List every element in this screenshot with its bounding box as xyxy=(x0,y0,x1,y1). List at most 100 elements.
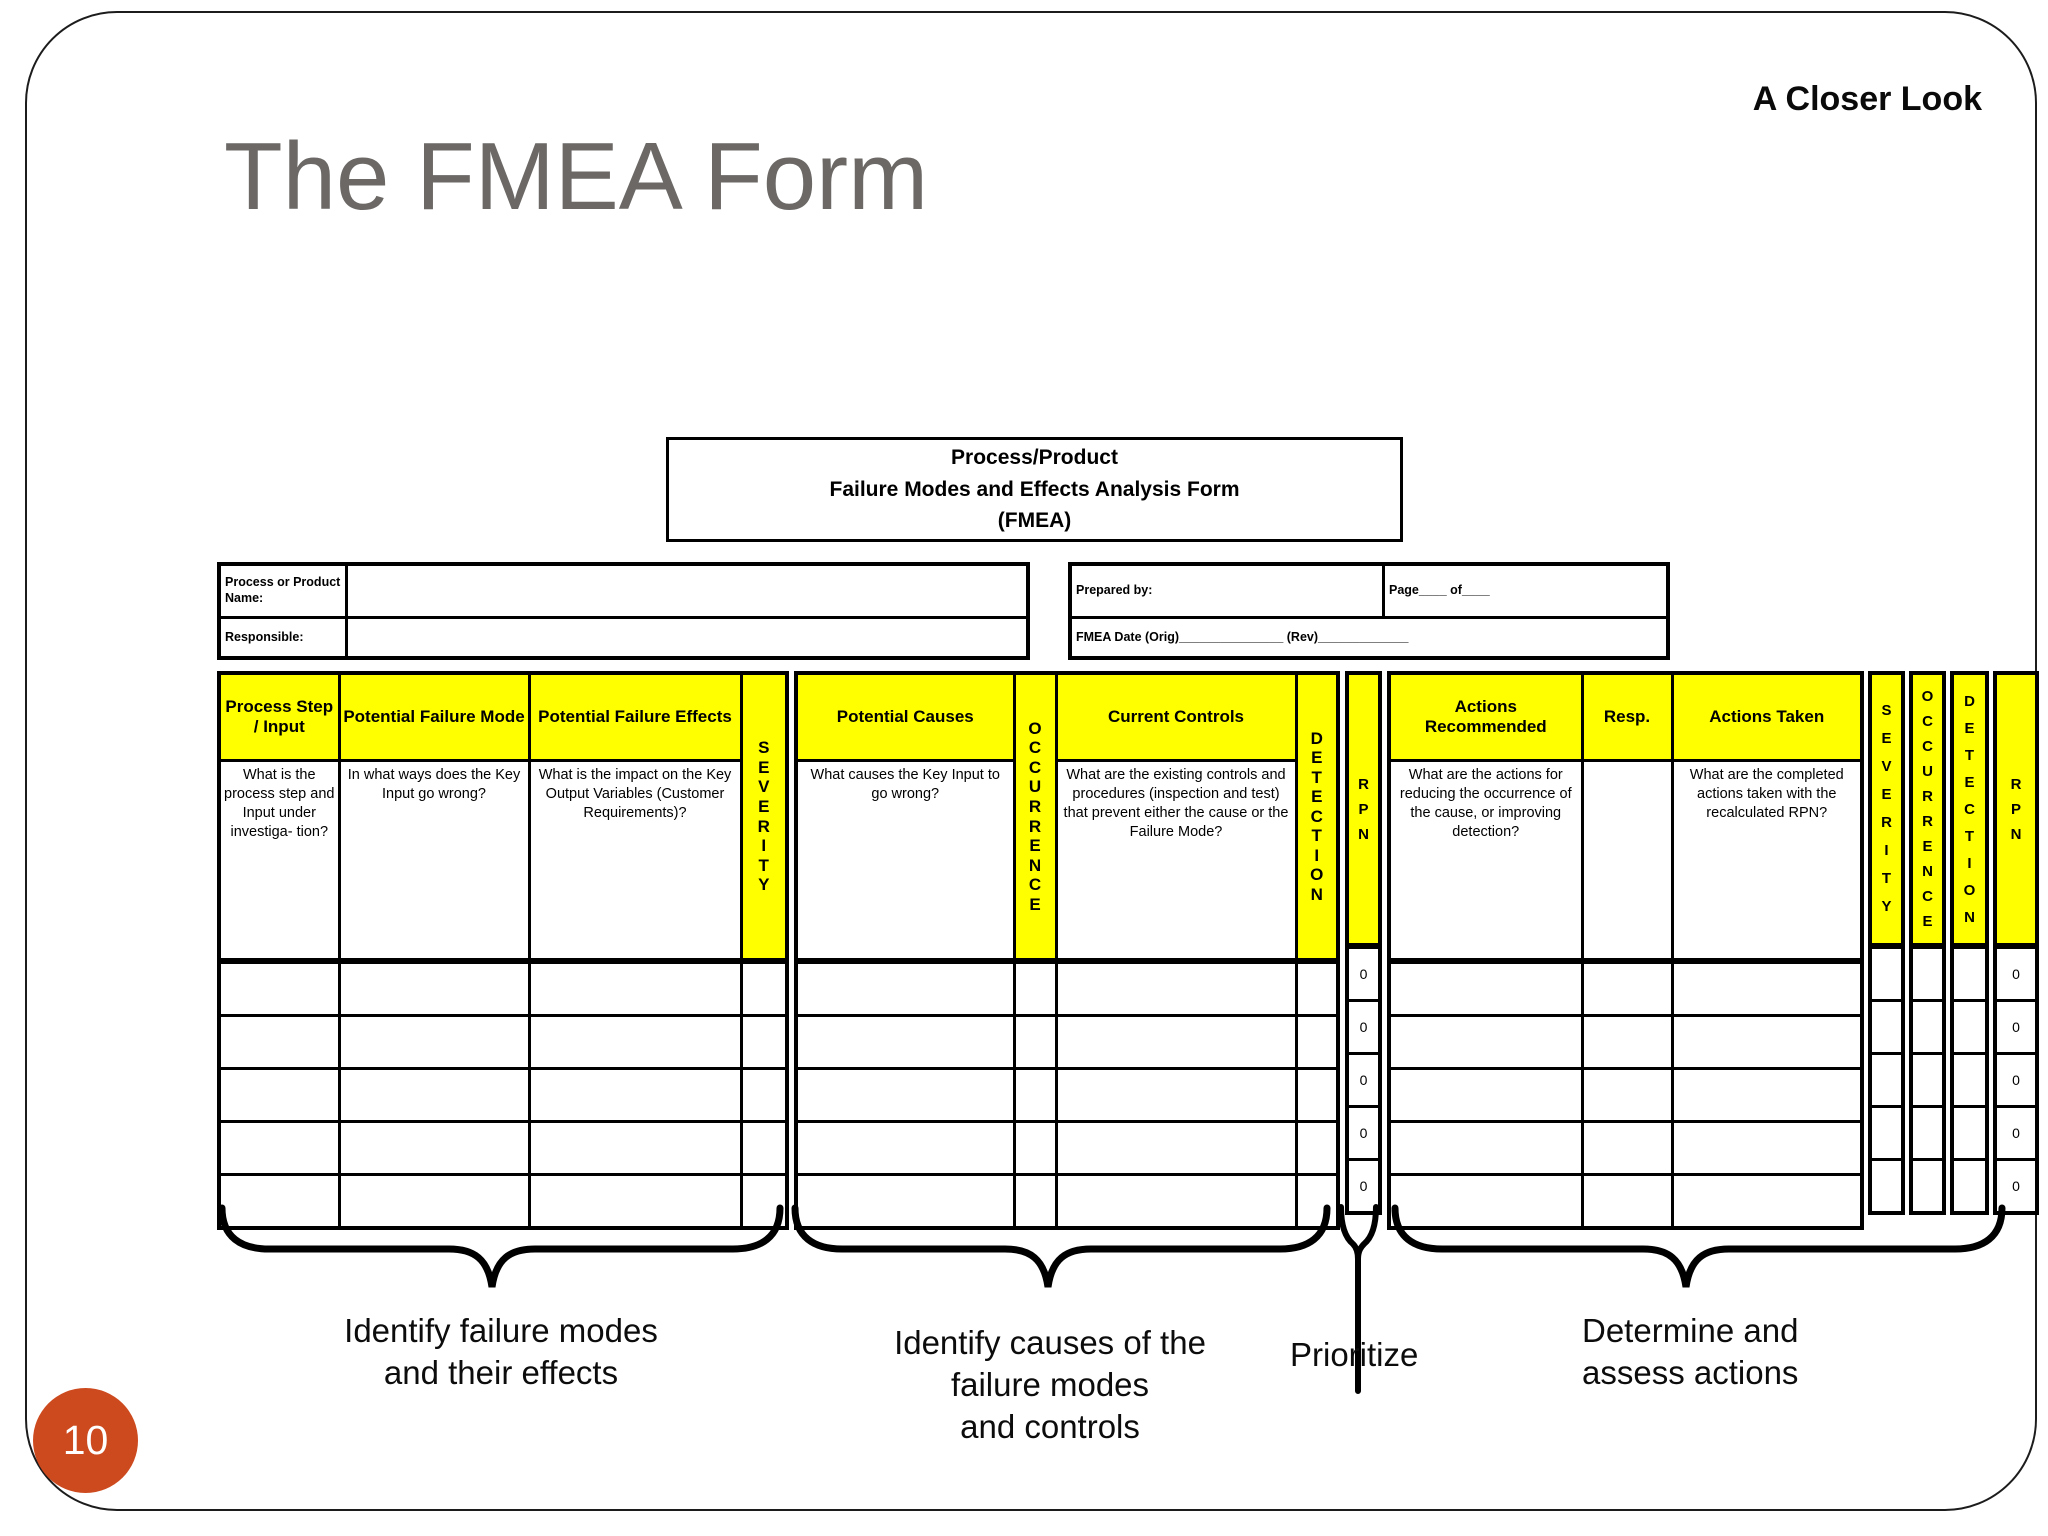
empty-cell xyxy=(1012,1173,1058,1230)
empty-cell xyxy=(1868,1052,1905,1108)
annotation-prioritize: Prioritize xyxy=(1290,1336,1419,1373)
empty-cell xyxy=(1868,1105,1905,1161)
fmea-col-severity-new: S E V E R I T Y xyxy=(1868,671,1905,1215)
empty-cell xyxy=(1580,1173,1674,1230)
table-row xyxy=(1909,1052,1946,1108)
col-desc-potential-causes: What causes the Key Input to go wrong? xyxy=(794,759,1016,964)
empty-cell xyxy=(1012,959,1058,1017)
empty-cell xyxy=(1950,999,1989,1055)
empty-cell xyxy=(1054,959,1298,1017)
empty-cell xyxy=(1294,1014,1340,1070)
col-desc-resp xyxy=(1580,759,1674,964)
table-row xyxy=(217,1067,789,1123)
empty-cell xyxy=(1294,1173,1340,1230)
empty-cell xyxy=(794,1014,1016,1070)
annotation-identify-failures: Identify failure modes and their effects xyxy=(344,1312,658,1392)
table-row xyxy=(1387,959,1864,1017)
empty-cell xyxy=(217,959,341,1017)
table-row xyxy=(1868,1105,1905,1161)
table-row: 0 xyxy=(1345,999,1382,1055)
table-row xyxy=(1387,1014,1864,1070)
process-name-label: Process or Product Name: xyxy=(221,566,348,619)
col-header-current-controls: Current Controls xyxy=(1054,671,1298,762)
info-box-right: Prepared by: Page____ of____ FMEA Date (… xyxy=(1068,562,1670,660)
table-row xyxy=(1868,944,1905,1002)
empty-cell xyxy=(1012,1014,1058,1070)
col-desc-current-controls: What are the existing controls and proce… xyxy=(1054,759,1298,964)
empty-cell xyxy=(217,1014,341,1070)
empty-cell xyxy=(1670,1014,1864,1070)
empty-cell xyxy=(1950,1052,1989,1108)
col-desc-process-step: What is the process step and Input under… xyxy=(217,759,341,964)
rpn-new-value: 0 xyxy=(1993,999,2039,1055)
table-row: 0 xyxy=(1993,944,2039,1002)
empty-cell xyxy=(1909,1158,1946,1215)
col-header-resp: Resp. xyxy=(1580,671,1674,762)
table-row xyxy=(1950,1158,1989,1215)
empty-cell xyxy=(1909,1105,1946,1161)
page-of-label: Page____ of____ xyxy=(1385,566,1666,619)
empty-cell xyxy=(1868,1158,1905,1215)
empty-cell xyxy=(1909,999,1946,1055)
empty-cell xyxy=(1054,1014,1298,1070)
table-row xyxy=(1387,1067,1864,1123)
table-row xyxy=(1909,1158,1946,1215)
col-header-process-step: Process Step / Input xyxy=(217,671,341,762)
empty-cell xyxy=(337,959,531,1017)
empty-cell xyxy=(337,1014,531,1070)
empty-cell xyxy=(794,1173,1016,1230)
empty-cell xyxy=(337,1120,531,1176)
col-header-detection-new: D E T E C T I O N xyxy=(1950,671,1989,949)
col-header-actions-recommended: Actions Recommended xyxy=(1387,671,1584,762)
col-desc-actions-recommended: What are the actions for reducing the oc… xyxy=(1387,759,1584,964)
fmea-table: Process Step / Input Potential Failure M… xyxy=(217,671,2039,1230)
table-row xyxy=(794,1173,1340,1230)
col-header-rpn: R P N xyxy=(1345,671,1382,949)
table-row xyxy=(1950,1052,1989,1108)
empty-cell xyxy=(1580,959,1674,1017)
brace-actions xyxy=(1391,1204,2006,1288)
table-row xyxy=(1909,999,1946,1055)
empty-cell xyxy=(739,1120,789,1176)
table-row xyxy=(1950,999,1989,1055)
form-title-line1: Process/Product xyxy=(951,446,1118,470)
form-title-line2: Failure Modes and Effects Analysis Form xyxy=(829,477,1240,501)
col-desc-potential-failure-mode: In what ways does the Key Input go wrong… xyxy=(337,759,531,964)
empty-cell xyxy=(1012,1120,1058,1176)
fmea-section-causes-controls: Potential Causes O C C U R R E N C E Cur… xyxy=(794,671,1340,1230)
annotation-determine: Determine and assess actions xyxy=(1582,1312,1799,1392)
empty-cell xyxy=(1868,944,1905,1002)
table-row xyxy=(217,1120,789,1176)
table-row: 0 xyxy=(1345,1052,1382,1108)
col-header-potential-failure-effects: Potential Failure Effects xyxy=(527,671,743,762)
table-row: 0 xyxy=(1993,1105,2039,1161)
col-header-potential-failure-mode: Potential Failure Mode xyxy=(337,671,531,762)
brace-causes-controls xyxy=(791,1204,1331,1288)
form-title-line3: (FMEA) xyxy=(997,509,1072,533)
responsible-field xyxy=(348,619,1026,656)
responsible-label: Responsible: xyxy=(221,619,348,656)
form-title-box: Process/Product Failure Modes and Effect… xyxy=(666,437,1403,542)
col-header-occurrence-new: O C C U R R E N C E xyxy=(1909,671,1946,949)
empty-cell xyxy=(1580,1067,1674,1123)
empty-cell xyxy=(527,1067,743,1123)
empty-cell xyxy=(1054,1173,1298,1230)
table-row xyxy=(217,1173,789,1230)
empty-cell xyxy=(794,959,1016,1017)
empty-cell xyxy=(1950,1105,1989,1161)
empty-cell xyxy=(1670,959,1864,1017)
col-header-severity-new: S E V E R I T Y xyxy=(1868,671,1905,949)
empty-cell xyxy=(739,1173,789,1230)
empty-cell xyxy=(1294,959,1340,1017)
table-row: 0 xyxy=(1345,1105,1382,1161)
empty-cell xyxy=(1012,1067,1058,1123)
table-row xyxy=(1868,1052,1905,1108)
table-row xyxy=(1868,1158,1905,1215)
empty-cell xyxy=(1580,1014,1674,1070)
table-row xyxy=(794,1014,1340,1070)
empty-cell xyxy=(1387,959,1584,1017)
col-header-detection: D E T E C T I O N xyxy=(1294,671,1340,964)
empty-cell xyxy=(1909,1052,1946,1108)
fmea-col-occurrence-new: O C C U R R E N C E xyxy=(1909,671,1946,1215)
empty-cell xyxy=(1670,1173,1864,1230)
